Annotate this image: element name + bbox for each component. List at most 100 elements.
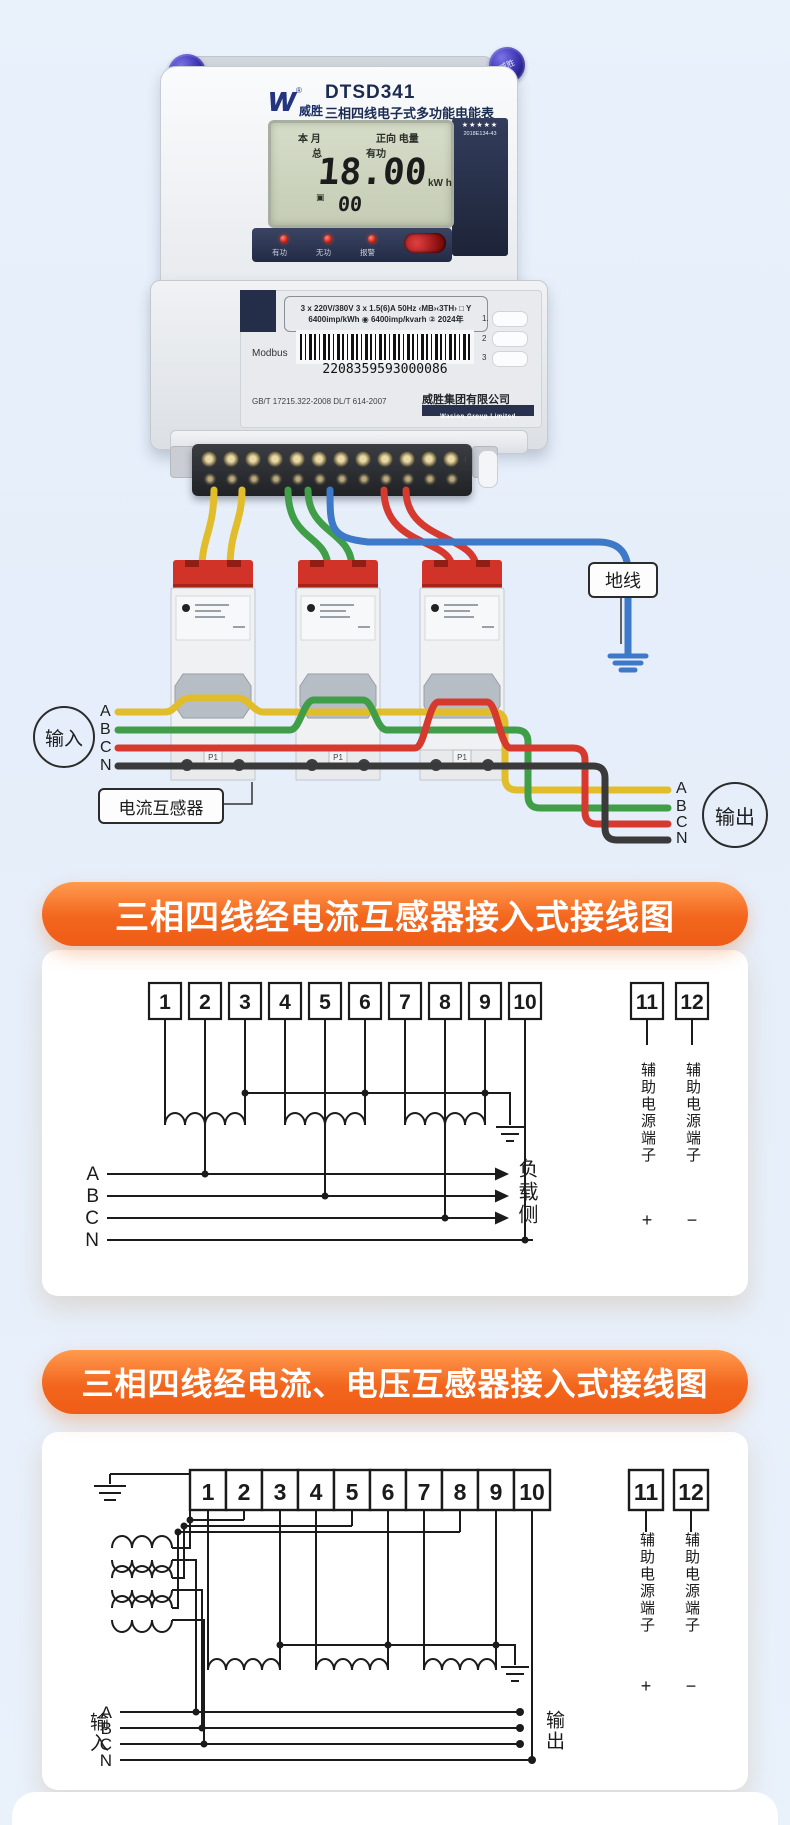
ct-p1-mark: P1	[333, 753, 343, 762]
input-neutral: N	[100, 757, 112, 774]
side-number: 1.	[482, 314, 489, 323]
terminal-number: 8	[454, 1479, 467, 1505]
lcd-label-forward-energy: 正向 电量	[376, 134, 419, 145]
meter-title: 三相四线电子式多功能电能表	[325, 106, 495, 121]
terminal-cover-button	[492, 331, 528, 347]
wiring-diagram-2: 1 2 3 4 5 6 7 8 9 10 11 12 A B C N	[94, 1468, 710, 1770]
lcd-value: 18.00	[316, 152, 429, 193]
standards-text: GB/T 17215.322-2008 DL/T 614-2007	[252, 397, 387, 406]
terminal-number: 2	[199, 991, 211, 1014]
output-phase-c: C	[676, 814, 688, 831]
aux-minus-sign: −	[685, 1676, 697, 1696]
terminal-cover-button	[492, 311, 528, 327]
diagram-2-wires	[94, 1473, 692, 1761]
terminal-number: 3	[274, 1479, 287, 1505]
aux-plus-sign: +	[641, 1210, 653, 1230]
banner-1-text: 三相四线经电流互感器接入式接线图	[115, 898, 675, 937]
ground-symbol-icon	[496, 1126, 524, 1142]
ground-wire-label: 地线	[588, 562, 658, 598]
aux-minus-sign: −	[686, 1210, 698, 1230]
ct-p1-mark: P1	[208, 753, 218, 762]
brand-name: 威胜	[299, 104, 324, 118]
meter-model: DTSD341	[325, 82, 416, 103]
company-name-en: Wasion Group Limited	[440, 414, 516, 420]
ground-wire	[326, 486, 649, 673]
infrared-port	[404, 233, 446, 253]
output-neutral: N	[676, 830, 688, 847]
brand-logo-icon: W	[268, 86, 295, 117]
lcd-display	[268, 120, 454, 228]
side-number: 2	[482, 334, 487, 343]
output-label-text: 输出	[715, 806, 755, 829]
phase-label: C	[85, 1208, 99, 1229]
aux-plus-sign: +	[640, 1676, 652, 1696]
side-number: 3	[482, 353, 487, 362]
barcode	[296, 330, 474, 364]
phase-label: C	[100, 1735, 112, 1754]
input-label-text: 输入	[44, 728, 83, 750]
diagram-1-junctions	[201, 1089, 529, 1244]
lcd-unit: kW h	[428, 178, 452, 189]
led-label: 有功	[272, 248, 287, 257]
phase-label: B	[101, 1719, 112, 1738]
terminal-number: 10	[519, 1479, 545, 1505]
output-label: 输出	[702, 782, 768, 848]
protocol-label: Modbus	[252, 348, 288, 359]
diagram-1-wires	[107, 1019, 693, 1241]
company-bar: Wasion Group Limited	[422, 405, 534, 420]
aux-power-label: 辅助电源端子	[684, 1062, 701, 1164]
diagram-2-terminals: 1 2 3 4 5 6 7 8 9 10 11 12	[188, 1468, 710, 1512]
company-name-cn: 威胜集团有限公司	[422, 394, 510, 406]
lcd-label-active: 有功	[366, 149, 386, 160]
phase-label: A	[86, 1164, 99, 1185]
cert-number: 2018E134-43	[463, 131, 497, 137]
banner-2: 三相四线经电流、电压互感器接入式接线图	[42, 1350, 748, 1414]
wire-phase-b	[114, 696, 672, 812]
lcd-label-total: 总	[312, 149, 322, 160]
terminal-number: 6	[382, 1479, 395, 1505]
terminal-number: 9	[490, 1479, 503, 1505]
diagram-1-terminals: 1 2 3 4 5 6 7 8 9 10 11 12	[147, 981, 710, 1021]
phase-label: N	[85, 1230, 99, 1251]
terminal-number: 2	[238, 1479, 251, 1505]
load-side-label: 负载侧	[515, 1158, 537, 1227]
led-label: 报警	[360, 248, 375, 257]
led-alarm-icon	[368, 235, 376, 243]
terminal-number: 1	[159, 991, 171, 1014]
input-phase-b: B	[100, 721, 111, 738]
banner-1: 三相四线经电流互感器接入式接线图	[42, 882, 748, 946]
terminal-number: 3	[239, 991, 251, 1014]
terminal-number: 4	[279, 991, 291, 1014]
phase-label: N	[100, 1751, 112, 1770]
wire-neutral	[114, 762, 672, 844]
diagram-2-junctions	[174, 1516, 536, 1764]
arrow-icon	[495, 1189, 509, 1203]
arrow-icon	[495, 1167, 509, 1181]
terminal-number: 11	[636, 991, 659, 1014]
terminal-screws-row	[198, 450, 466, 468]
lcd-label-month: 本 月	[298, 134, 321, 145]
led-label: 无功	[316, 248, 331, 257]
phase-wires	[114, 694, 672, 844]
led-active-icon	[280, 235, 288, 243]
spec-line-2: 6400imp/kWh ◉ 6400imp/kvarh ② 2024年	[308, 315, 464, 324]
terminal-cover-button	[492, 351, 528, 367]
wiring-diagram-1: 1 2 3 4 5 6 7 8 9 10 11 12 A B C N	[85, 981, 710, 1251]
ct-label-text: 电流互感器	[118, 798, 204, 818]
output-phase-b: B	[676, 798, 687, 815]
nameplate-corner	[240, 290, 276, 332]
arrow-icon	[495, 1211, 509, 1225]
banner-2-text: 三相四线经电流、电压互感器接入式接线图	[81, 1366, 709, 1402]
terminal-number: 4	[310, 1479, 323, 1505]
diagram-1-phase-labels: A B C N	[85, 1164, 99, 1251]
ground-wire-label-text: 地线	[605, 571, 641, 591]
aux-power-label: 辅助电源端子	[683, 1532, 700, 1634]
cert-strip: ★★★★★ 2018E134-43	[452, 118, 508, 256]
terminal-number: 12	[678, 1479, 704, 1505]
terminal-number: 1	[202, 1479, 215, 1505]
bottom-panel	[12, 1792, 778, 1825]
terminal-number: 8	[439, 991, 451, 1014]
terminal-number: 11	[634, 1479, 659, 1505]
wiring-illustration: P1 P1	[114, 486, 672, 844]
